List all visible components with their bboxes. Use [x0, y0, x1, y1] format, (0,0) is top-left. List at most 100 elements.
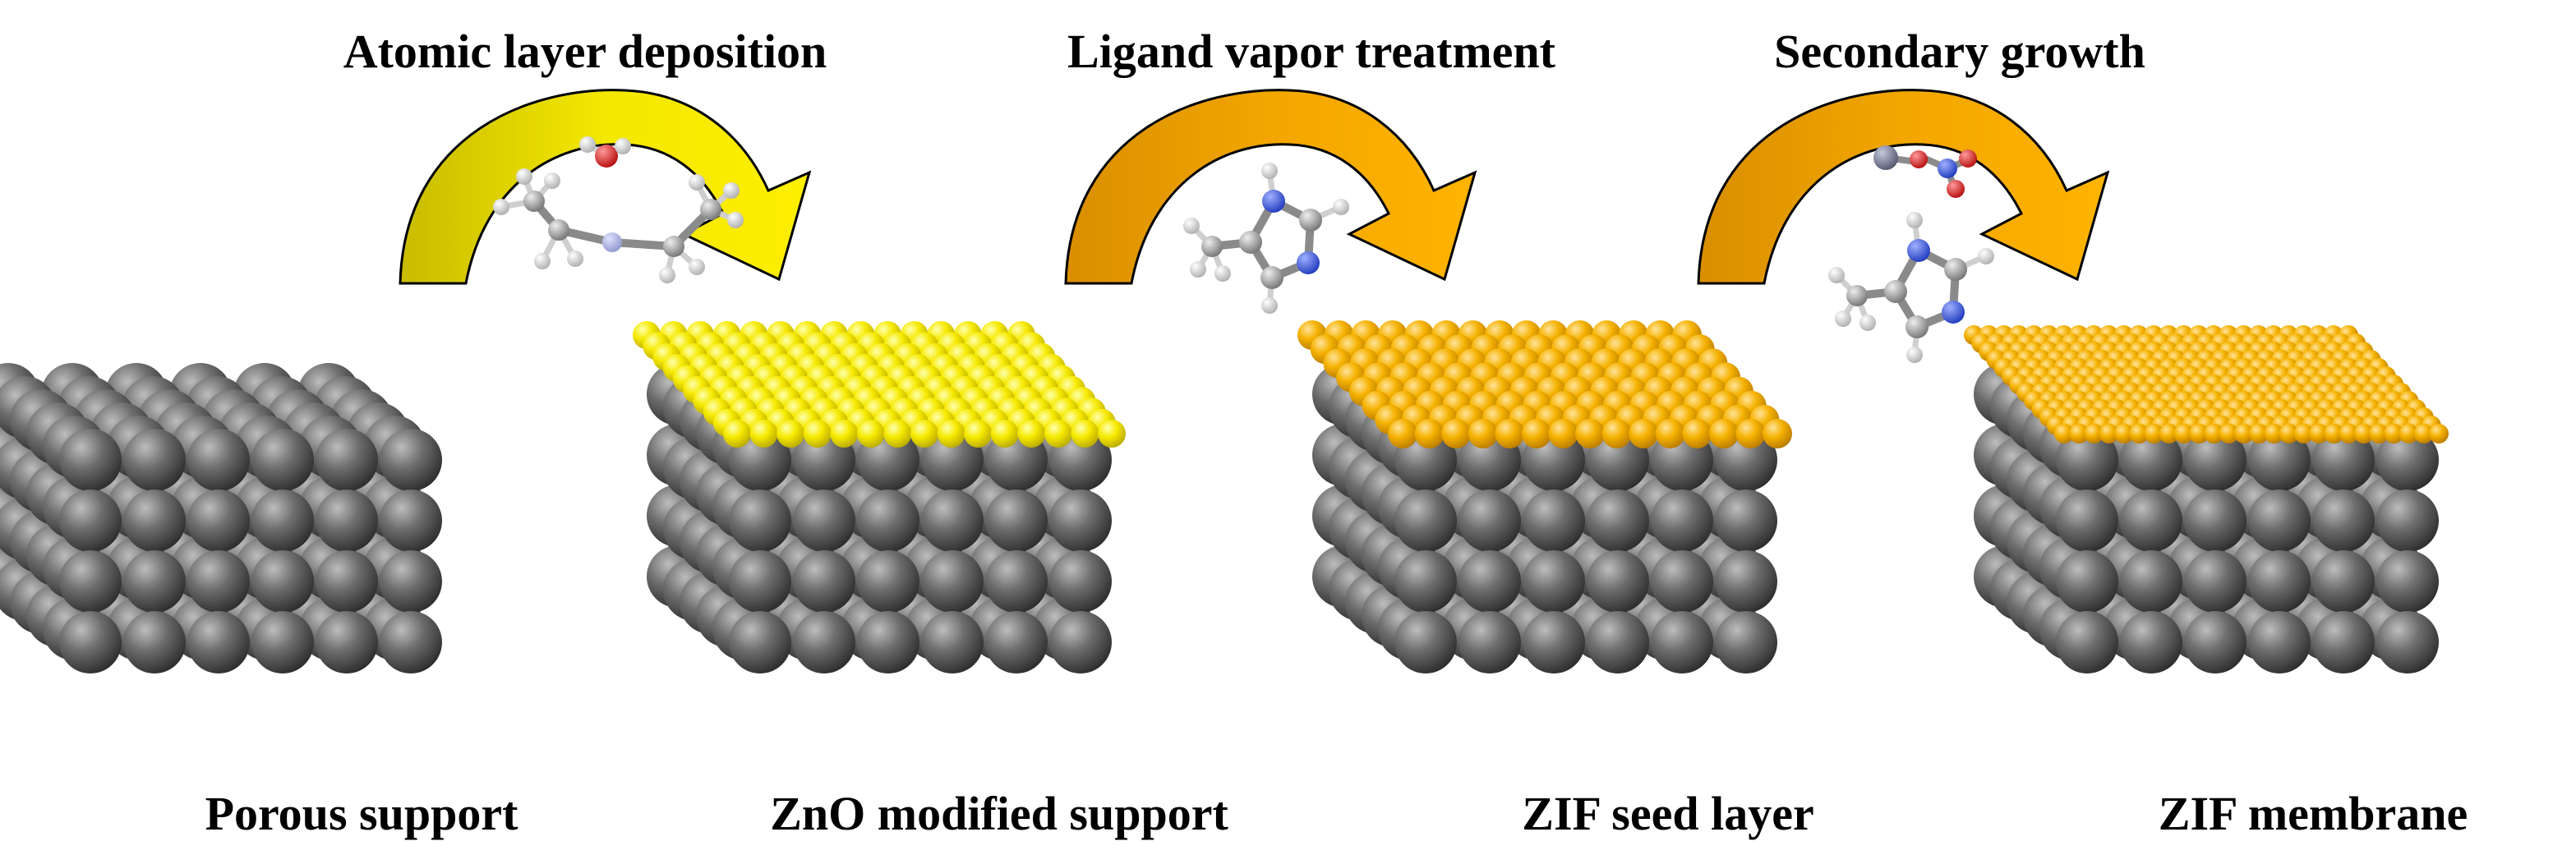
zif-seed-layer-block [1297, 320, 1792, 673]
zno-modified-support-block [633, 321, 1126, 673]
support-sphere [1715, 490, 1777, 552]
arrow-ald [399, 89, 812, 285]
water-molecule [579, 136, 631, 168]
support-sphere [2248, 611, 2311, 673]
zif-membrane-sphere [2144, 424, 2164, 444]
support-sphere [251, 550, 314, 613]
zif-seed-sphere [1468, 419, 1498, 448]
zif-membrane-sphere [2384, 424, 2404, 444]
zif-membrane-sphere [2429, 424, 2449, 444]
zno-sphere [749, 420, 778, 448]
support-sphere [793, 490, 855, 552]
support-sphere [380, 550, 442, 613]
support-sphere [2184, 550, 2247, 613]
support-sphere [1523, 490, 1585, 552]
support-sphere [1394, 611, 1457, 673]
zif-membrane-sphere [2369, 424, 2389, 444]
zno-sphere [723, 420, 751, 448]
support-sphere [1587, 550, 1649, 613]
support-sphere [729, 550, 791, 613]
zno-sphere [990, 420, 1019, 448]
support-sphere [251, 429, 314, 491]
stage-label-zif-membrane: ZIF membrane [2159, 787, 2468, 840]
zif-membrane-sphere [2233, 424, 2254, 444]
zif-membrane-sphere [2099, 424, 2119, 444]
zno-sphere [1071, 420, 1099, 448]
methylimidazole-molecule-2 [1828, 212, 1994, 363]
zif-membrane-sphere [2189, 424, 2210, 444]
support-sphere [857, 611, 919, 673]
zif-seed-sphere [1629, 419, 1659, 448]
support-sphere [921, 611, 984, 673]
support-sphere [2120, 490, 2182, 552]
zno-sphere [856, 420, 885, 448]
support-sphere [2248, 490, 2311, 552]
zno-sphere [830, 420, 859, 448]
support-sphere [1523, 611, 1585, 673]
zif-membrane-sphere [2173, 424, 2194, 444]
support-sphere [2056, 550, 2118, 613]
zno-sphere [776, 420, 805, 448]
support-sphere [793, 611, 855, 673]
support-sphere [123, 550, 186, 613]
support-sphere [187, 490, 250, 552]
zif-membrane-sphere [2129, 424, 2150, 444]
porous-support-block [0, 363, 442, 673]
zif-membrane-sphere [2054, 424, 2074, 444]
zif-membrane-sphere [2339, 424, 2359, 444]
support-sphere [2120, 611, 2182, 673]
support-sphere [59, 611, 122, 673]
zif-membrane-block [1964, 325, 2449, 673]
support-sphere [921, 550, 984, 613]
zif-seed-sphere [1575, 419, 1605, 448]
stage-label-zno-modified-support: ZnO modified support [770, 787, 1228, 840]
zif-membrane-sphere [2279, 424, 2299, 444]
support-sphere [123, 611, 186, 673]
support-sphere [2248, 550, 2311, 613]
support-sphere [2376, 490, 2439, 552]
support-sphere [380, 429, 442, 491]
zno-sphere [883, 420, 912, 448]
support-sphere [2184, 490, 2247, 552]
support-sphere [59, 429, 122, 491]
diethylzinc-molecule [493, 168, 744, 283]
support-sphere [1459, 550, 1521, 613]
zif-membrane-sphere [2069, 424, 2090, 444]
zno-sphere [910, 420, 938, 448]
support-sphere [1715, 550, 1777, 613]
zif-membrane-sphere [2293, 424, 2314, 444]
support-sphere [1651, 611, 1713, 673]
zif-membrane-sphere [2114, 424, 2134, 444]
support-sphere [921, 490, 984, 552]
step-label-secondary-growth: Secondary growth [1774, 25, 2145, 78]
support-sphere [857, 490, 919, 552]
support-sphere [2056, 611, 2118, 673]
support-sphere [2376, 611, 2439, 673]
arrow-ligand-vapor [1064, 89, 1477, 285]
support-sphere [2312, 429, 2375, 491]
zif-membrane-sphere [2324, 424, 2344, 444]
support-sphere [793, 550, 855, 613]
support-sphere [316, 611, 378, 673]
support-sphere [2056, 429, 2118, 491]
zno-sphere [937, 420, 965, 448]
support-sphere [985, 611, 1048, 673]
methylimidazole-molecule-1 [1183, 163, 1349, 314]
support-sphere [1587, 490, 1649, 552]
support-sphere [123, 490, 186, 552]
support-sphere [187, 429, 250, 491]
zif-seed-sphere [1388, 419, 1417, 448]
zif-membrane-sphere [2204, 424, 2224, 444]
support-sphere [2376, 550, 2439, 613]
stage-label-zif-seed-layer: ZIF seed layer [1522, 787, 1813, 840]
support-sphere [1459, 611, 1521, 673]
zif-membrane-sphere [2264, 424, 2284, 444]
support-sphere [2184, 429, 2247, 491]
support-sphere [985, 550, 1048, 613]
support-sphere [2120, 429, 2182, 491]
zif-membrane-sphere [2353, 424, 2374, 444]
support-sphere [316, 550, 378, 613]
support-sphere [729, 490, 791, 552]
support-sphere [2184, 611, 2247, 673]
